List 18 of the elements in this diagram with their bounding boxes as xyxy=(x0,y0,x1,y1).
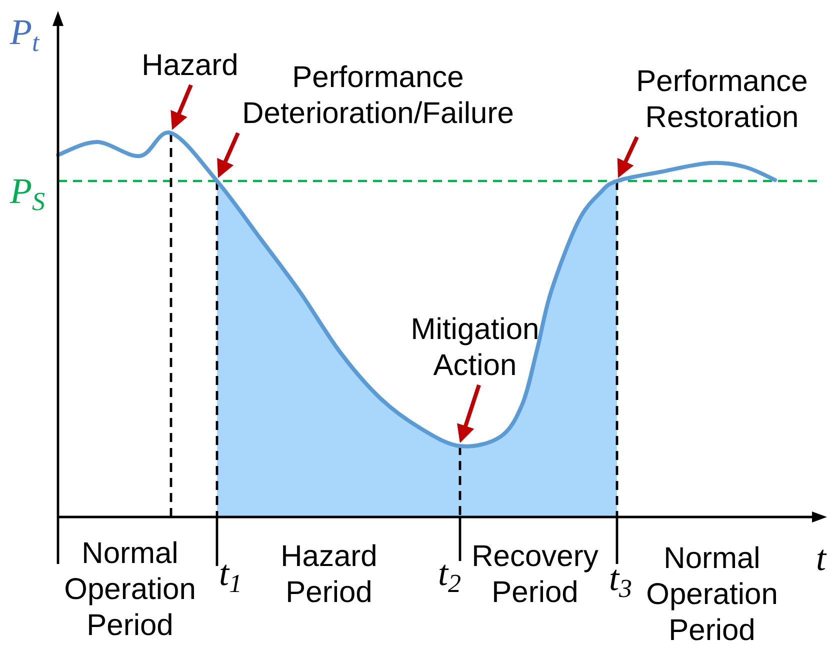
leader-arrow xyxy=(217,132,240,178)
time-label: t$_{1}$ xyxy=(219,553,242,593)
period-label: Normal Operation Period xyxy=(63,536,197,644)
callout-label: Performance Restoration xyxy=(633,64,811,136)
x-axis-label: t xyxy=(816,538,826,578)
leader-arrow xyxy=(170,84,193,130)
callout-label: Hazard xyxy=(142,48,238,84)
time-label: t$_{2}$ xyxy=(438,553,462,593)
leader-arrow xyxy=(617,136,639,178)
period-label: Normal Operation Period xyxy=(645,541,779,649)
threshold-label: P$_{S}$ xyxy=(10,171,45,211)
period-label: Recovery Period xyxy=(470,539,600,611)
y-axis-label: P$_{t}$ xyxy=(10,12,40,52)
time-label: t$_{3}$ xyxy=(609,558,632,598)
leader-arrow xyxy=(457,384,481,443)
period-label: Hazard Period xyxy=(280,539,378,611)
callout-label: Performance Deterioration/Failure xyxy=(238,60,518,132)
callout-label: Mitigation Action xyxy=(405,312,545,384)
